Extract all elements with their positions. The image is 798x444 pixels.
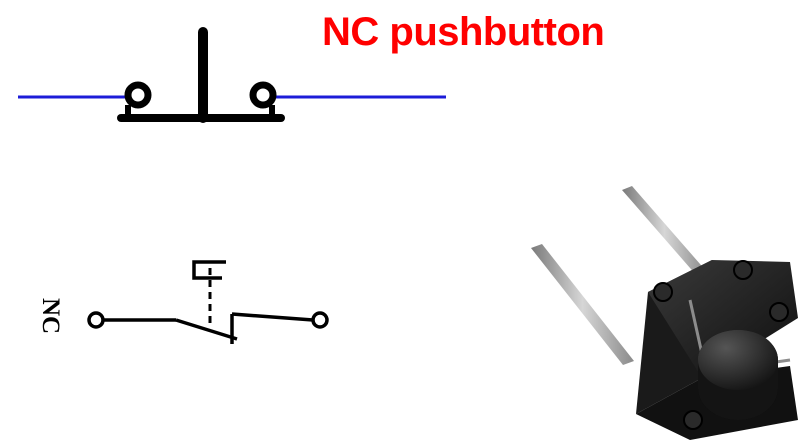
diagram-title: NC pushbutton [322,10,605,54]
switch-blade [175,318,238,341]
push-actuator-head [192,260,226,280]
right-terminal [249,81,277,109]
front-lead [531,244,634,365]
button-cap-face [698,330,778,390]
left-terminal [124,81,152,109]
contact-stubs [125,105,275,118]
corner-nub-4 [683,410,703,430]
rear-lead [622,186,707,276]
corner-nub-2 [733,260,753,280]
corner-nub-1 [653,282,673,302]
corner-nub-3 [769,302,789,322]
body-top-face [648,260,798,378]
switch-wire-right [231,312,314,322]
